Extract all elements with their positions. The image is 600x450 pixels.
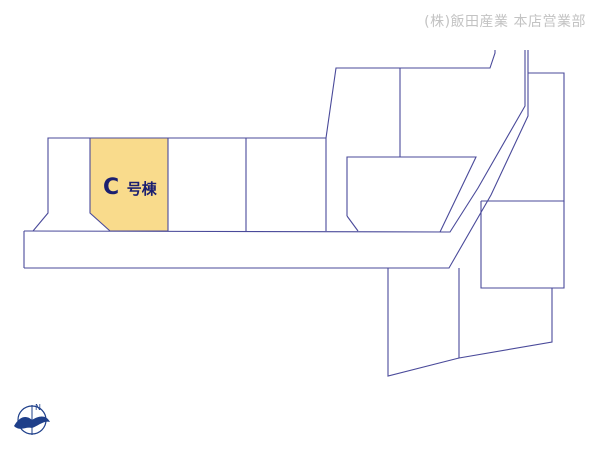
lot-upper-right-bottom	[346, 156, 477, 233]
company-watermark: (株)飯田産業 本店営業部	[424, 14, 586, 30]
lot-inner-corner	[346, 215, 359, 232]
compass-icon: N	[14, 403, 50, 435]
target-lot-c	[89, 137, 169, 232]
road-edge-north	[23, 50, 526, 233]
road-edge-south	[24, 50, 529, 269]
lot-letter: C	[103, 175, 119, 200]
lot-label: C 号棟	[103, 175, 158, 200]
lot-far-right	[481, 72, 565, 202]
lot-middle-2	[246, 137, 327, 231]
lot-suffix: 号棟	[127, 180, 158, 198]
lot-upper-right-outline	[325, 50, 496, 139]
lot-lower-center	[387, 268, 460, 377]
lot-middle-1	[168, 137, 247, 231]
lot-lower-right	[458, 268, 553, 359]
lot-far-right-lower	[480, 201, 565, 289]
compass-north-label: N	[35, 403, 41, 412]
lot-far-left	[32, 137, 90, 232]
